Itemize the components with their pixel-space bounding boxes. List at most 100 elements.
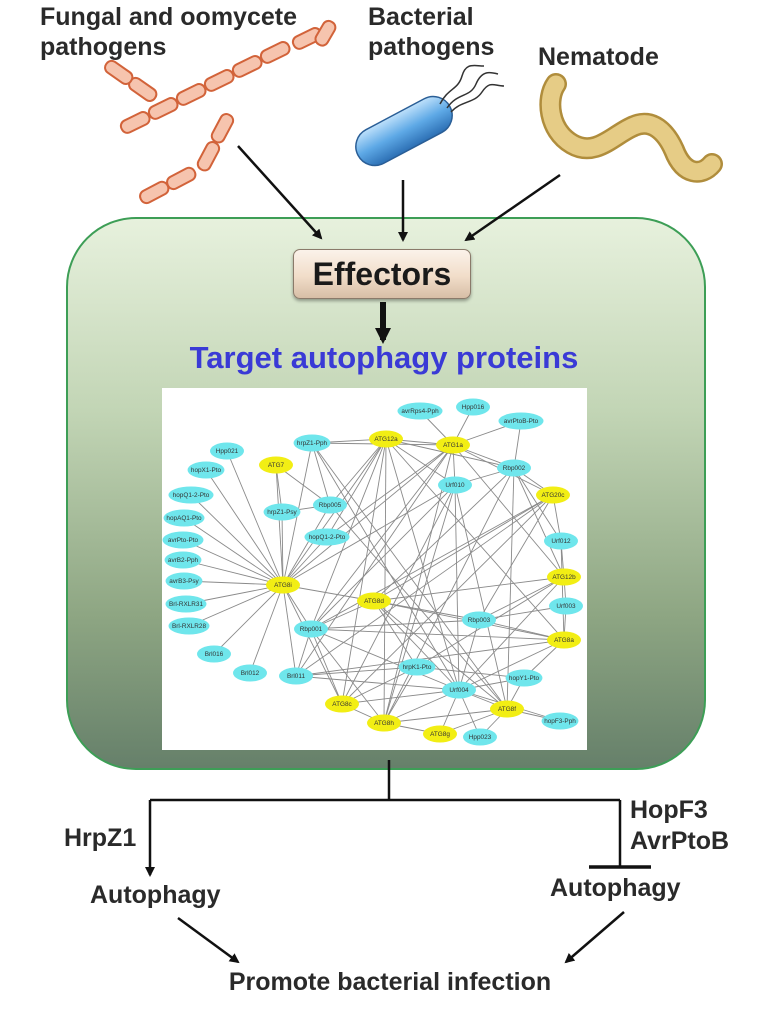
node-label: Brl011: [287, 673, 305, 680]
node-shape: [547, 568, 581, 586]
node-label: Rbp005: [319, 502, 342, 509]
right-autophagy-to-infection-arrow: [564, 911, 625, 964]
node-shape: [490, 700, 524, 718]
network-edge: [513, 467, 562, 542]
effector-node: Urf004: [442, 681, 476, 699]
network-edge: [311, 442, 331, 506]
node-label: Brl-RXLR31: [169, 601, 204, 608]
node-shape: [168, 617, 210, 635]
atg-node: ATG7: [259, 456, 293, 474]
node-shape: [369, 430, 403, 448]
node-shape: [541, 712, 579, 730]
node-shape: [497, 459, 531, 477]
node-label: hrpZ1-Pph: [297, 440, 328, 447]
effector-node: Urf003: [549, 597, 583, 615]
network-edge: [452, 444, 565, 578]
node-shape: [438, 476, 472, 494]
node-label: ATG8g: [430, 731, 450, 738]
avrptob-label: AvrPtoB: [630, 827, 730, 855]
node-shape: [498, 412, 544, 430]
node-label: Brl012: [241, 670, 260, 677]
node-shape: [462, 611, 496, 629]
fungal-oomycete-label: Fungal and oomycete pathogens: [40, 3, 297, 61]
network-edge: [226, 450, 284, 586]
node-shape: [436, 436, 470, 454]
network-edge: [281, 511, 284, 586]
target-autophagy-title: Target autophagy proteins: [189, 340, 579, 375]
network-edge: [282, 504, 331, 586]
atg-node: ATG12b: [547, 568, 581, 586]
network-edge: [373, 600, 418, 668]
hopf3-label: HopF3: [630, 796, 708, 824]
network-edge: [310, 444, 454, 630]
node-shape: [398, 658, 436, 676]
effector-node: Brl012: [233, 664, 267, 682]
effector-node: hopQ1-2-Pto: [168, 486, 214, 504]
effector-node: Brl-RXLR31: [165, 595, 207, 613]
node-label: Rbp002: [503, 465, 526, 472]
network-edge: [383, 484, 456, 724]
node-label: avrB2-Pph: [168, 557, 199, 564]
network-edge: [329, 504, 508, 710]
network-edge: [454, 484, 508, 710]
node-label: ATG20c: [542, 492, 566, 499]
network-edge: [454, 484, 460, 691]
node-label: avrRps4-Pph: [401, 408, 439, 415]
effector-node: Brl016: [197, 645, 231, 663]
node-shape: [279, 667, 313, 685]
effector-node: Hpp016: [456, 398, 490, 416]
node-label: hopQ1-2-Pto: [309, 534, 346, 541]
node-label: avrB3-Psy: [169, 578, 199, 585]
node-shape: [210, 442, 244, 460]
network-edge: [373, 600, 460, 691]
node-shape: [259, 456, 293, 474]
effector-node: Hpp023: [463, 728, 497, 746]
effector-node: hrpZ1-Psy: [263, 503, 301, 521]
node-label: ATG1a: [443, 442, 463, 449]
effector-node: hopX1-Pto: [187, 461, 225, 479]
node-label: Hpp021: [216, 448, 239, 455]
effector-node: Brl011: [279, 667, 313, 685]
network-edge: [295, 666, 418, 677]
node-shape: [233, 664, 267, 682]
hrpz1-label: HrpZ1: [64, 824, 137, 852]
node-shape: [163, 509, 205, 527]
node-label: avrPto-Pto: [168, 537, 199, 544]
effector-node: avrPto-Pto: [162, 531, 204, 549]
atg-node: ATG8f: [490, 700, 524, 718]
network-edge: [310, 628, 565, 641]
effector-node: avrRps4-Pph: [397, 402, 443, 420]
effector-node: Rbp001: [294, 620, 328, 638]
node-shape: [165, 595, 207, 613]
network-edge: [205, 469, 284, 586]
node-label: hopF3-Pph: [544, 718, 576, 725]
atg-node: ATG20c: [536, 486, 570, 504]
bacterium-icon: [355, 64, 505, 167]
network-edge: [560, 540, 565, 641]
network-edge: [341, 438, 387, 705]
node-label: hrpK1-Pto: [403, 664, 432, 671]
network-edge: [513, 467, 565, 578]
network-edge: [213, 584, 284, 655]
effector-node: hopY1-Pto: [505, 669, 543, 687]
node-shape: [187, 461, 225, 479]
network-edge: [383, 666, 418, 724]
node-shape: [294, 620, 328, 638]
effectors-box: Effectors: [293, 249, 471, 299]
bacterial-pathogens-label: Bacterial pathogens: [368, 3, 495, 61]
node-label: ATG12a: [374, 436, 398, 443]
node-label: ATG7: [268, 462, 285, 469]
effector-node: Urf012: [544, 532, 578, 550]
node-shape: [423, 725, 457, 743]
network-edge: [310, 484, 456, 630]
outcome-branch-lines: [150, 760, 651, 869]
node-shape: [313, 496, 347, 514]
effector-node: hrpK1-Pto: [398, 658, 436, 676]
node-shape: [397, 402, 443, 420]
node-label: ATG8h: [374, 720, 394, 727]
nematode-icon: [539, 73, 723, 183]
network-edge: [341, 494, 554, 705]
network-nodes: avrRps4-PphHpp016avrPtoB-PtoHpp021hrpZ1-…: [162, 398, 583, 746]
node-label: ATG8a: [554, 637, 574, 644]
